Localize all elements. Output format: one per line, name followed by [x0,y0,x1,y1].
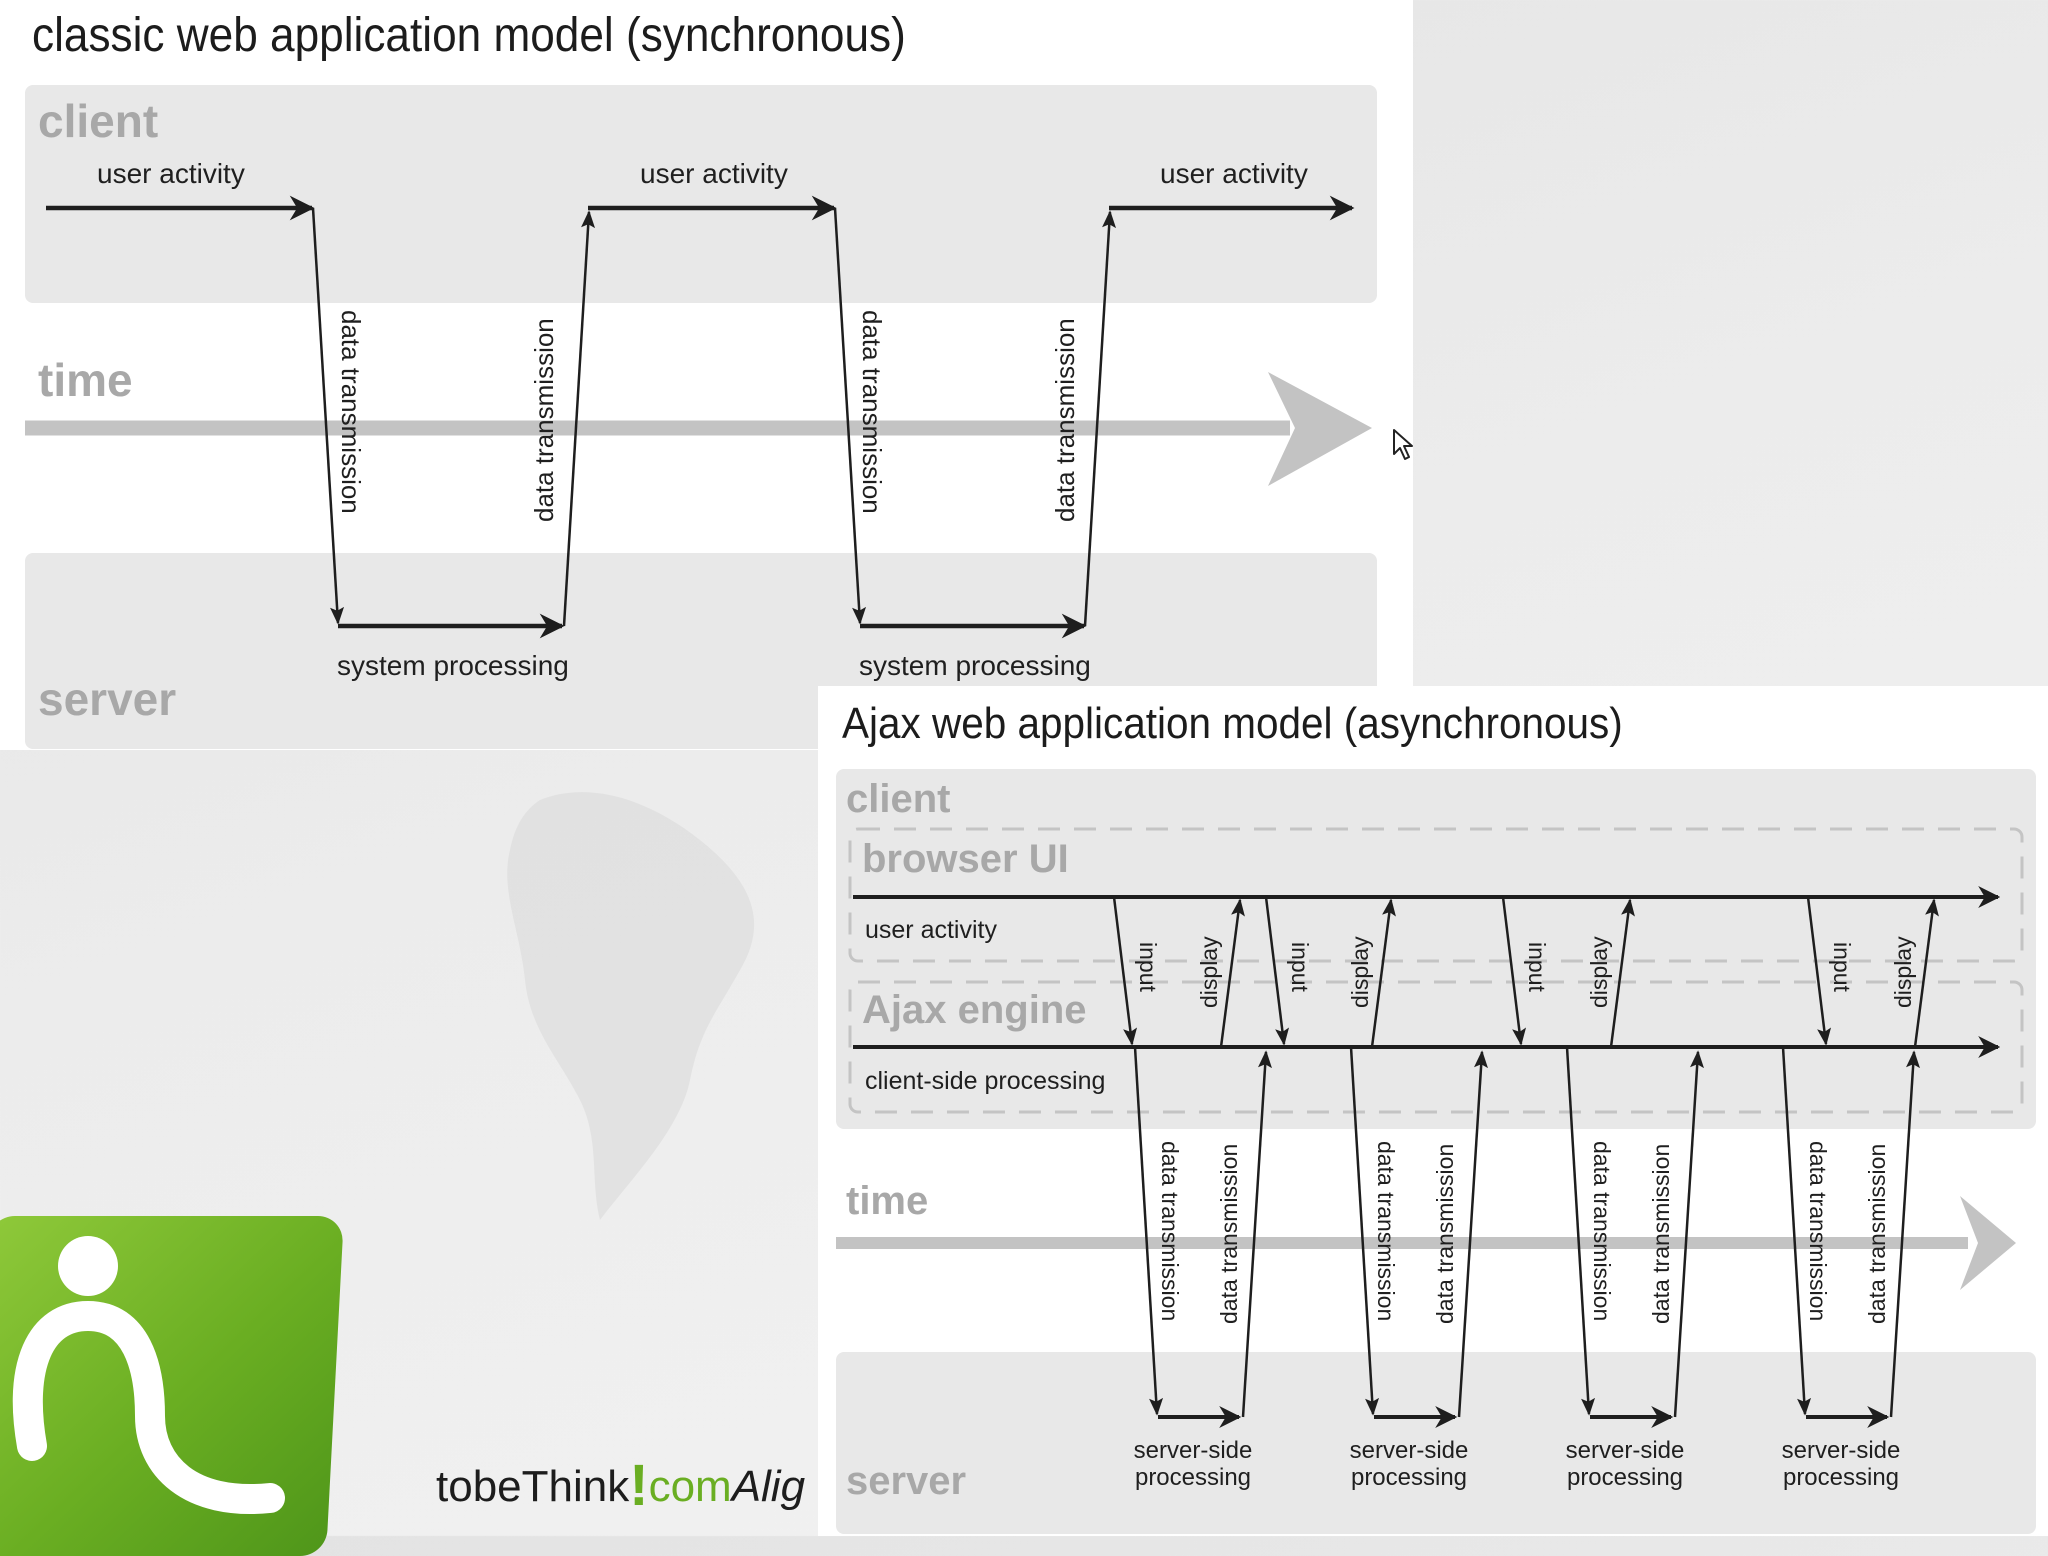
input-arrow [1112,896,1138,1046]
browser-ui-label: browser UI [862,837,1069,881]
data-transmission-arrow [1349,1046,1380,1416]
data-transmission-label: data transmission [1589,1141,1615,1321]
data-transmission-label: data transmission [336,310,366,514]
data-transmission-arrow [1133,1046,1164,1416]
server-side-processing-label: processing [1783,1464,1899,1491]
brand-text-com: com [648,1462,732,1511]
input-label: input [1524,942,1550,992]
brand-text-main: tobeThink [436,1462,630,1511]
data-transmission-arrow [311,207,345,625]
server-label: server [38,673,176,725]
time-label: time [846,1179,928,1223]
display-label: display [1347,936,1373,1008]
server-side-processing-label: processing [1135,1464,1251,1491]
user-activity-label: user activity [640,158,788,189]
data-transmission-label: data transmission [1157,1141,1183,1321]
data-transmission-arrow [1673,1050,1704,1418]
data-transmission-arrow [1889,1050,1920,1418]
data-transmission-arrow [1781,1046,1812,1416]
data-transmission-label: data transmission [1373,1141,1399,1321]
client-side-processing-label: client-side processing [865,1067,1105,1095]
input-arrow [1806,896,1832,1046]
data-transmission-arrow [562,210,596,627]
brand-logo-icon [12,1236,285,1514]
classic-model-title: classic web application model (synchrono… [32,9,906,62]
brand-text-tail: Alig [731,1462,806,1511]
time-label: time [38,354,133,406]
data-transmission-label: data transmission [529,318,559,522]
display-label: display [1196,936,1222,1008]
system-processing-label: system processing [859,650,1091,681]
data-transmission-arrow [833,207,867,625]
ajax-model-diagram: client browser UI Ajax engine time serve… [836,769,2036,1534]
mouse-pointer-icon [1393,429,1413,460]
input-label: input [1135,942,1161,992]
ajax-engine-region [848,980,2024,1114]
input-arrow [1501,896,1527,1046]
server-side-processing-label: server-side [1350,1437,1469,1464]
ajax-engine-label: Ajax engine [862,988,1087,1032]
exchange-group: input display data transmission data tra… [1781,896,1939,1491]
exchange-group: input display data transmission data tra… [1264,896,1488,1491]
server-band [836,1352,2036,1534]
data-transmission-arrow [1083,210,1117,627]
display-arrow [1913,898,1939,1048]
exchange-group: input display data transmission data tra… [1501,896,1704,1491]
data-transmission-label: data transmission [1648,1144,1674,1324]
data-transmission-label: data transmission [1864,1144,1890,1324]
data-transmission-label: data transmission [1050,318,1080,522]
data-transmission-label: data transmission [857,310,887,514]
classic-model-panel: classic web application model (synchrono… [0,0,1413,750]
input-label: input [1287,942,1313,992]
client-band [25,85,1377,303]
server-side-processing-label: server-side [1566,1437,1685,1464]
server-side-processing-label: processing [1567,1464,1683,1491]
ajax-model-panel: Ajax web application model (asynchronous… [818,686,2048,1536]
display-arrow [1609,898,1635,1048]
time-axis-arrowhead [1960,1196,2016,1290]
time-axis-arrowhead [1268,372,1372,486]
display-label: display [1586,936,1612,1008]
system-processing-label: system processing [337,650,569,681]
browser-ui-region [848,827,2024,963]
user-activity-label: user activity [865,916,997,944]
data-transmission-arrow [1457,1050,1488,1418]
data-transmission-label: data transmission [1432,1144,1458,1324]
display-arrow [1219,898,1245,1048]
exchange-group: input display data transmission data tra… [1112,896,1272,1491]
input-arrow [1264,896,1290,1046]
data-transmission-label: data transmission [1216,1144,1242,1324]
server-side-processing-label: server-side [1134,1437,1253,1464]
user-activity-label: user activity [1160,158,1308,189]
client-label: client [38,95,158,147]
server-label: server [846,1459,966,1503]
data-transmission-label: data transmission [1805,1141,1831,1321]
data-transmission-arrow [1241,1050,1272,1418]
classic-model-diagram: client time server user activity user ac… [25,85,1377,749]
server-side-processing-label: processing [1351,1464,1467,1491]
continent-watermark [507,792,755,1220]
data-transmission-arrow [1565,1046,1596,1416]
display-arrow [1370,898,1396,1048]
display-label: display [1890,936,1916,1008]
ajax-model-title: Ajax web application model (asynchronous… [842,699,1623,748]
input-label: input [1829,942,1855,992]
user-activity-label: user activity [97,158,245,189]
client-label: client [846,777,950,821]
brand-text-exclaim: ! [629,1453,649,1518]
server-side-processing-label: server-side [1782,1437,1901,1464]
brand-wordmark: tobeThink!comAlig [436,1448,818,1518]
